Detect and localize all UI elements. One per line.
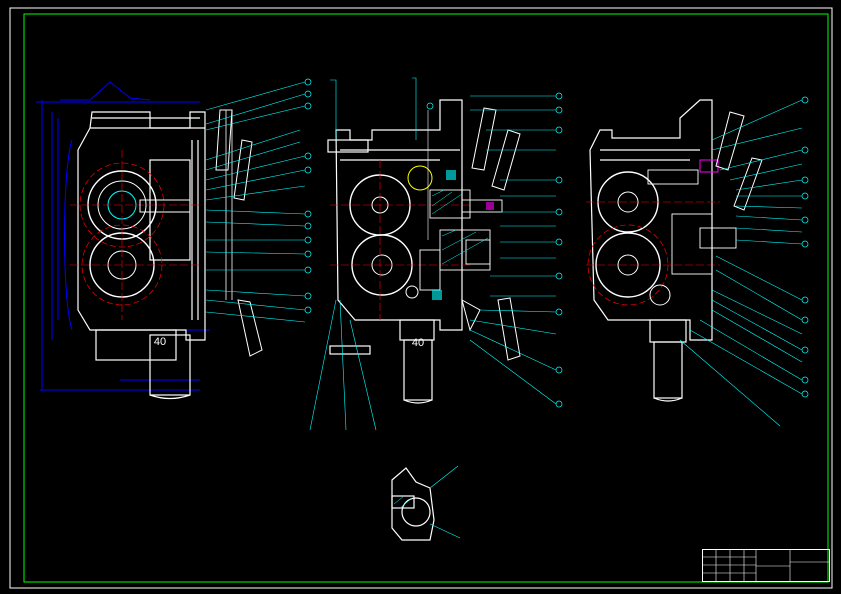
inner-frame: [23, 13, 829, 583]
title-block: [702, 549, 830, 582]
left-section-view: 40: [36, 78, 312, 400]
shaft-label-left: 40: [154, 336, 166, 348]
detail-view: [391, 465, 461, 541]
right-section-view: [586, 96, 809, 427]
title-block-grid: [702, 549, 830, 582]
middle-section-view: 40: [309, 77, 563, 431]
outer-frame: [9, 7, 833, 589]
shaft-label-middle: 40: [412, 337, 424, 349]
